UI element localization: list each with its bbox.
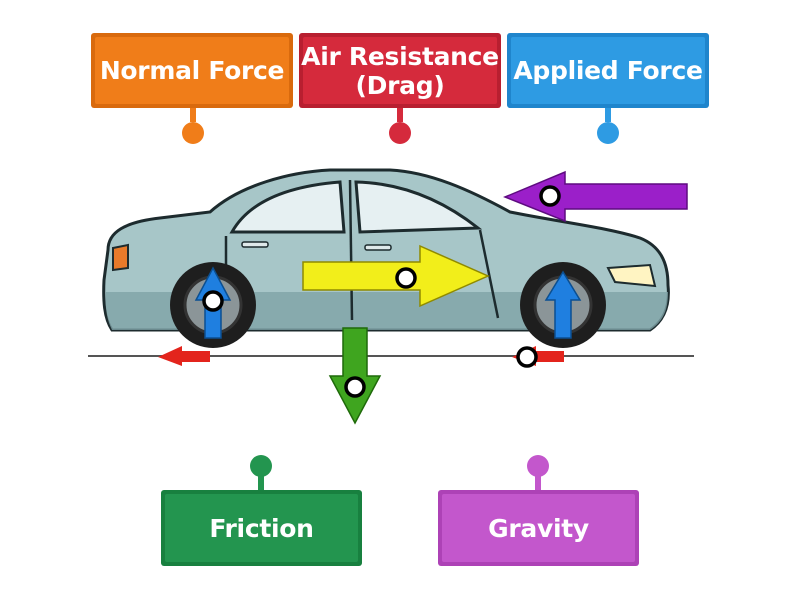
label-applied-force-text: Applied Force — [513, 56, 703, 85]
label-friction-pin[interactable] — [250, 455, 272, 477]
drop-target-normal-force[interactable] — [202, 290, 224, 312]
label-applied-force-pin[interactable] — [597, 122, 619, 144]
front-door-handle — [364, 244, 392, 251]
tail-light — [112, 243, 129, 272]
label-applied-force[interactable]: Applied Force — [507, 33, 709, 108]
drop-target-drag[interactable] — [395, 267, 417, 289]
normal-force-arrow-front — [544, 270, 582, 339]
label-friction-pin-stem — [258, 476, 264, 490]
label-air-resistance-text: Air Resistance (Drag) — [301, 41, 499, 100]
drop-target-friction[interactable] — [516, 346, 538, 368]
label-friction-text: Friction — [209, 513, 314, 543]
door-divider — [348, 179, 354, 321]
label-gravity-text: Gravity — [488, 513, 589, 543]
label-air-resistance[interactable]: Air Resistance (Drag) — [299, 33, 501, 108]
label-applied-force-pin-stem — [605, 108, 611, 122]
label-gravity-pin[interactable] — [527, 455, 549, 477]
friction-arrow-rear — [158, 346, 210, 366]
label-gravity-pin-stem — [535, 476, 541, 490]
label-gravity[interactable]: Gravity — [438, 490, 639, 566]
headlight — [606, 263, 657, 288]
label-air-resistance-pin[interactable] — [389, 122, 411, 144]
gravity-arrow — [328, 327, 382, 425]
label-normal-force-text: Normal Force — [99, 56, 285, 85]
rear-door-handle — [241, 241, 269, 248]
rear-window — [229, 180, 346, 234]
label-normal-force-pin-stem — [190, 108, 196, 122]
label-air-resistance-pin-stem — [397, 108, 403, 122]
label-normal-force[interactable]: Normal Force — [91, 33, 293, 108]
label-normal-force-pin[interactable] — [182, 122, 204, 144]
label-friction[interactable]: Friction — [161, 490, 362, 566]
applied-force-arrow — [503, 170, 688, 223]
front-door-line — [478, 229, 500, 319]
drop-target-applied-force[interactable] — [539, 185, 561, 207]
drop-target-gravity[interactable] — [344, 376, 366, 398]
front-window — [354, 180, 483, 234]
